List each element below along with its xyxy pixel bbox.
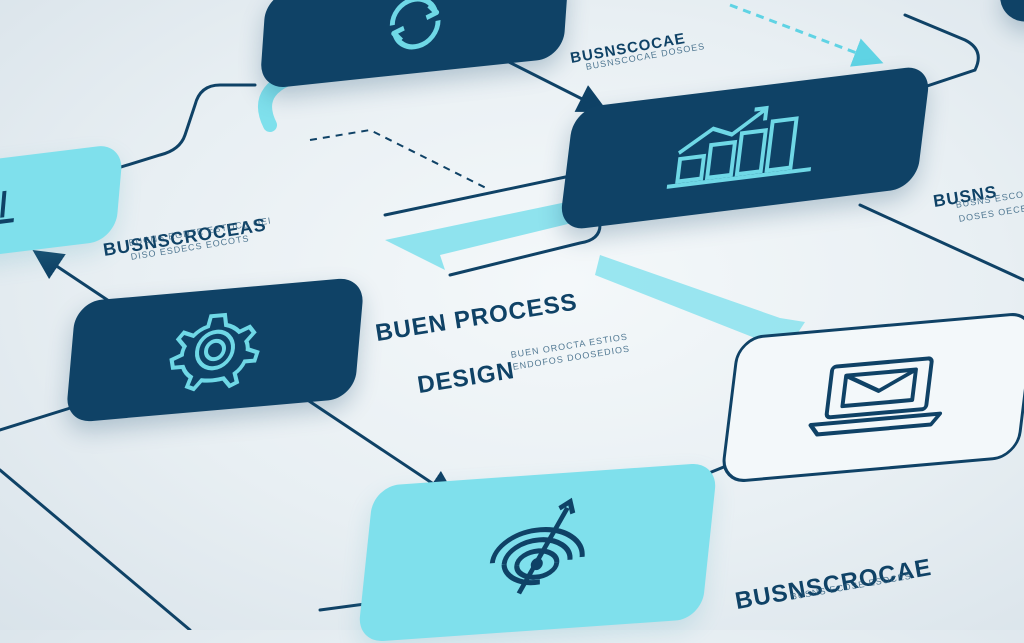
connector-line bbox=[86, 83, 257, 184]
gear-icon bbox=[156, 302, 273, 398]
left-chart-node[interactable] bbox=[0, 143, 124, 262]
bar-chart-icon bbox=[666, 100, 824, 195]
connector-line bbox=[298, 393, 458, 500]
laptop-icon bbox=[798, 348, 958, 447]
sync-icon bbox=[377, 0, 451, 62]
analytics-node[interactable] bbox=[558, 64, 932, 232]
dashed-connector bbox=[309, 128, 491, 191]
sync-node[interactable] bbox=[259, 0, 570, 90]
connector-line bbox=[503, 58, 609, 113]
laptop-node[interactable] bbox=[719, 310, 1024, 485]
connector-line bbox=[858, 203, 1024, 282]
connector-line bbox=[868, 13, 980, 107]
flow-arrow bbox=[595, 255, 805, 345]
target-node[interactable] bbox=[357, 462, 718, 643]
target-icon bbox=[477, 496, 598, 610]
connector-line bbox=[0, 468, 192, 630]
connector-line bbox=[0, 403, 82, 432]
dashed-connector bbox=[729, 3, 884, 67]
flow-arrow bbox=[385, 195, 605, 270]
settings-node[interactable] bbox=[65, 276, 365, 424]
partial-bar-chart-icon bbox=[0, 180, 27, 232]
